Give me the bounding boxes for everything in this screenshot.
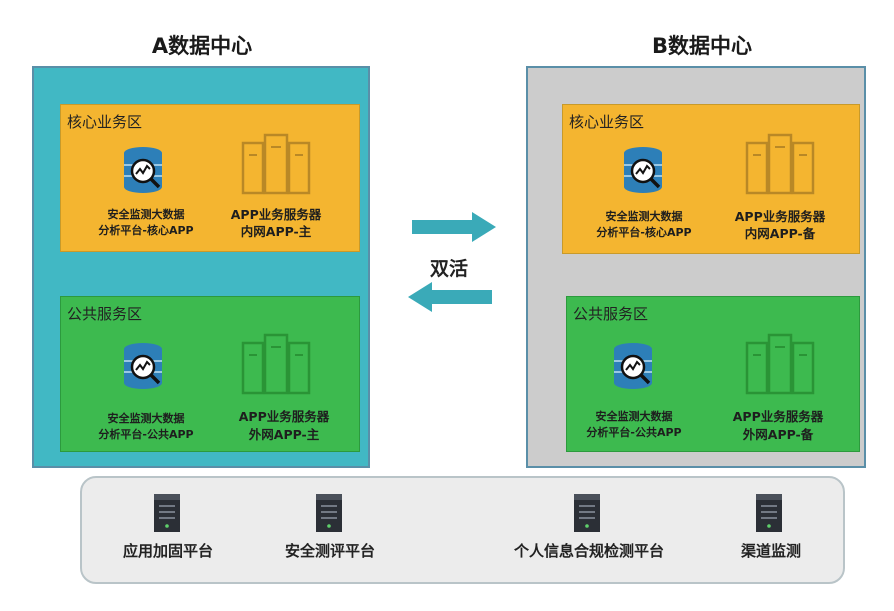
server-label-line2: 外网APP-备 <box>742 427 814 442</box>
core-zone-a: 核心业务区 安全监测大数据 分析平台-核心APP APP业务服务器 内网APP-… <box>60 104 360 252</box>
server-label-line2: 内网APP-备 <box>744 226 816 241</box>
database-monitor-icon <box>614 343 652 389</box>
db-label-line1: 安全监测大数据 <box>107 208 185 221</box>
core-zone-b: 核心业务区 安全监测大数据 分析平台-核心APP APP业务服务器 内网APP-… <box>562 104 860 254</box>
arrow-right-icon <box>412 212 496 242</box>
public-zone-a: 公共服务区 安全监测大数据 分析平台-公共APP APP业务服务器 外网APP-… <box>60 296 360 452</box>
datacenter-b: 核心业务区 安全监测大数据 分析平台-核心APP APP业务服务器 内网APP-… <box>526 66 866 468</box>
zone-title: 公共服务区 <box>67 305 143 323</box>
database-monitor-icon <box>124 343 162 389</box>
database-monitor-icon <box>124 147 162 193</box>
zone-title: 核心业务区 <box>569 113 645 131</box>
app-server-rack-icon <box>241 333 311 395</box>
platform-label: 渠道监测 <box>740 542 801 560</box>
dc-a-title: A数据中心 <box>151 34 253 58</box>
platform-bar <box>80 476 845 584</box>
server-label-line2: 外网APP-主 <box>248 427 320 442</box>
db-label-line1: 安全监测大数据 <box>605 210 683 223</box>
server-tower-icon <box>756 494 782 532</box>
server-label-line2: 内网APP-主 <box>240 224 312 239</box>
db-label-line1: 安全监测大数据 <box>595 410 673 423</box>
db-label-line2: 分析平台-公共APP <box>98 428 194 441</box>
server-label-line1: APP业务服务器 <box>734 209 826 224</box>
server-tower-icon <box>154 494 180 532</box>
app-server-rack-icon <box>745 333 815 395</box>
active-active-label: 双活 <box>430 258 469 280</box>
db-label-line2: 分析平台-核心APP <box>596 226 692 239</box>
server-tower-icon <box>316 494 342 532</box>
zone-title: 公共服务区 <box>573 305 649 323</box>
arrow-left-icon <box>408 282 492 312</box>
server-tower-icon <box>574 494 600 532</box>
database-monitor-icon <box>624 147 662 193</box>
zone-title: 核心业务区 <box>67 113 143 131</box>
platform-label: 个人信息合规检测平台 <box>513 542 664 560</box>
db-label-line2: 分析平台-核心APP <box>98 224 194 237</box>
platform-label: 应用加固平台 <box>122 542 213 560</box>
server-label-line1: APP业务服务器 <box>230 207 322 222</box>
app-server-rack-icon <box>241 133 311 195</box>
app-server-rack-icon <box>745 133 815 195</box>
datacenter-a: 核心业务区 安全监测大数据 分析平台-核心APP APP业务服务器 内网APP-… <box>32 66 370 468</box>
server-label-line1: APP业务服务器 <box>732 409 824 424</box>
dc-b-title: B数据中心 <box>651 34 752 58</box>
db-label-line1: 安全监测大数据 <box>107 412 185 425</box>
public-zone-b: 公共服务区 安全监测大数据 分析平台-公共APP APP业务服务器 外网APP-… <box>566 296 860 452</box>
server-label-line1: APP业务服务器 <box>238 409 330 424</box>
platform-label: 安全测评平台 <box>284 542 375 560</box>
db-label-line2: 分析平台-公共APP <box>586 426 682 439</box>
